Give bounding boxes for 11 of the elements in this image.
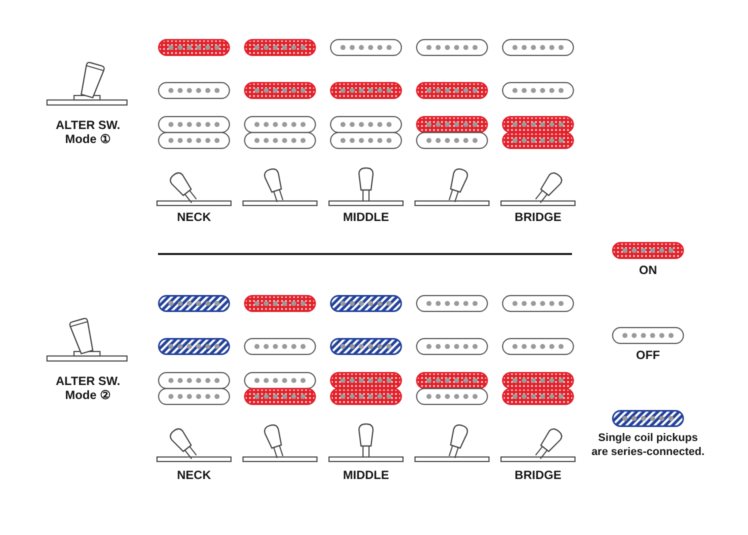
switch-mode-label: ALTER SW. Mode ②	[54, 374, 122, 402]
position-label: BRIDGE	[514, 468, 562, 482]
position-label: NECK	[177, 468, 211, 482]
position-label: MIDDLE	[343, 468, 389, 482]
position-label: MIDDLE	[343, 210, 389, 224]
legend-label: OFF	[636, 348, 660, 362]
legend-label: Single coil pickups are series-connected.	[590, 431, 706, 459]
position-label: NECK	[177, 210, 211, 224]
position-label: BRIDGE	[514, 210, 562, 224]
legend-label: ON	[639, 263, 657, 277]
switch-mode-label: ALTER SW. Mode ①	[54, 118, 122, 146]
